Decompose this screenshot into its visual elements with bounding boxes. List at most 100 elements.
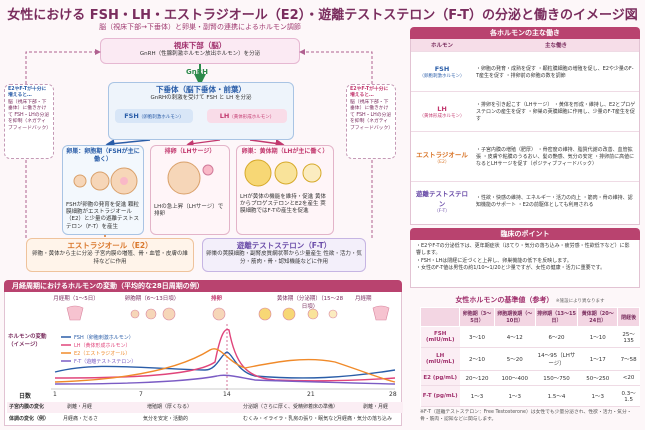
reference-header: 女性ホルモンの基準値（参考） ※施設により異なります — [420, 294, 640, 306]
feedback-left-box: E2やF-Tが十分に増えると… 脳（視床下部・下垂体）に働きかけて FSH・LH… — [4, 84, 54, 159]
fsh-pill: FSH（卵胞刺激ホルモン） — [115, 109, 193, 123]
pituitary-text: GnRHの刺激を受けて FSH と LH を分泌 — [150, 95, 252, 102]
condition-cell: 月経痛・気分の落ち込み — [337, 416, 393, 422]
ref-cell: 4〜12 — [494, 326, 536, 348]
gnrh-label: GnRH — [186, 68, 208, 76]
lh-sub: （黄体形成ホルモン） — [229, 115, 275, 120]
legend-ft: F-T（遊離テストステロン） — [74, 359, 137, 365]
role-name: エストラジオール — [416, 150, 468, 159]
condition-cell: 月経痛・だるさ — [63, 416, 99, 422]
day-14: 14 — [223, 391, 231, 398]
ovulation-box: 排卵（LHサージ） LHの急上昇（LHサージ）で排卵 — [150, 145, 230, 235]
role-row-e2: エストラジオール（E2）・子宮内膜の増殖（肥厚） ・骨密度の維持、脂質代謝の改善… — [411, 131, 639, 182]
fsh-curve — [54, 351, 396, 379]
feedback-right-arrow — [302, 52, 373, 238]
hypothalamus-text: GnRH（性腺刺激ホルモン放出ホルモン）を分泌 — [139, 51, 261, 58]
role-sub: （黄体形成ホルモン） — [419, 113, 465, 119]
role-sub: （F-T） — [434, 208, 450, 214]
day-28: 28 — [389, 391, 397, 398]
phase-menstrual-2: 月経期 — [355, 296, 372, 302]
pituitary-box: 下垂体（脳下垂体・前葉） GnRHの刺激を受けて FSH と LH を分泌 FS… — [108, 82, 294, 140]
feedback-left-text: 脳（視床下部・下垂体）に働きかけて FSH・LHの分泌を抑制（ネガティブフィード… — [8, 99, 52, 131]
ref-cell: 20〜120 — [459, 370, 495, 386]
ref-cell: 0.3〜1.5 — [617, 385, 640, 407]
follicle-illustration — [73, 167, 138, 195]
ref-cell: 2〜10 — [459, 347, 495, 371]
feedback-right-title: E2やF-Tが十分に増えると… — [350, 87, 389, 99]
endometrium-cell: 分泌期（さらに厚く、受精卵着床の準備） — [243, 404, 339, 410]
ft-curve — [54, 374, 396, 385]
testosterone-text: 卵巣の莢膜細胞・副腎皮質網状帯から少量産生 性欲・活力・気分・筋肉・骨・認知機能… — [206, 251, 362, 265]
role-name: 遊離テストステロン — [416, 189, 468, 208]
lh-curve — [54, 328, 396, 382]
cycle-chart — [51, 305, 396, 392]
feedback-right-box: E2やF-Tが十分に増えると… 脳（視床下部・下垂体）に働きかけて FSH・LH… — [346, 84, 396, 159]
role-items: ・子宮内膜の増殖（肥厚） ・骨密度の維持、脂質代謝の改善、血管拡張 ・皮膚や粘膜… — [473, 131, 639, 182]
role-row-fsh: FSH（卵胞刺激ホルモン）・卵胞の発育・成熟を促す ・顆粒膜細胞の増殖を促し、E… — [411, 51, 639, 92]
condition-cell: 気分を安定・活動的 — [143, 416, 189, 422]
cycle-header: 月経周期におけるホルモンの変動（平均的な28日周期の例） — [4, 280, 402, 292]
endometrium-cell: 増殖期（厚くなる） — [147, 404, 193, 410]
ovulation-title: 排卵（LHサージ） — [164, 148, 216, 155]
point-item: ・E2やF-Tの分泌低下は、更年期症状（ほてり・気分の落ち込み・疲労感・性欲低下… — [416, 243, 630, 257]
ref-cell: 1〜3 — [494, 385, 536, 407]
feedback-left-arrow — [25, 52, 98, 238]
lh-arrow — [249, 138, 285, 148]
role-row-ft: 遊離テストステロン（F-T）・性欲・快感の維持、エネルギー・活力の向上 ・筋肉・… — [411, 181, 639, 220]
ref-cell: FSH (mIU/mL) — [420, 326, 460, 348]
cycle-xlabel: 日数 — [19, 393, 32, 400]
ref-cell: 1〜10 — [577, 326, 618, 348]
phase-luteal: 黄体期（分泌期）（15〜28日頃） — [276, 296, 344, 310]
uterus-illustrations — [66, 305, 390, 321]
ref-cell: 5〜20 — [494, 347, 536, 371]
fsh-arrow — [105, 139, 151, 149]
point-item: ・FSH・LHは閉経に近づくと上昇し、卵巣機能の低下を反映します。 — [416, 257, 572, 264]
role-sub: （卵胞刺激ホルモン） — [419, 73, 465, 79]
ref-cell: 50〜250 — [577, 370, 618, 386]
role-name: FSH — [434, 64, 450, 73]
role-row-lh: LH（黄体形成ホルモン） ・排卵を引き起こす（LHサージ） ・黄体を形成・維持し、… — [411, 91, 639, 132]
endometrium-row: 子宮内膜の変化 剥離・月経 増殖期（厚くなる） 分泌期（さらに厚く、受精卵着床の… — [7, 402, 403, 413]
role-table: ホルモン主な働き FSH（卵胞刺激ホルモン）・卵胞の発育・成熟を促す ・顆粒膜細… — [410, 39, 640, 225]
cycle-ylabel: ホルモンの変動（イメージ） — [8, 334, 47, 348]
points-header: 臨床のポイント — [410, 228, 640, 240]
ref-cell: 25〜135 — [617, 326, 640, 348]
role-items: ・排卵を引き起こす（LHサージ） ・黄体を形成・維持し、E2とプロゲステロンの産… — [473, 91, 639, 132]
condition-label: 体調の変化（例） — [9, 416, 50, 422]
ref-cell: 1〜3 — [459, 385, 495, 407]
ref-cell: 1〜17 — [577, 347, 618, 371]
points-box: ・E2やF-Tの分泌低下は、更年期症状（ほてり・気分の落ち込み・疲労感・性欲低下… — [410, 240, 640, 288]
phase-follicular: 卵胞期（6〜13日頃） — [124, 296, 180, 302]
estradiol-text: 卵胞・黄体から主に分泌 子宮内膜の増殖、骨・血管・皮膚の維持などに作用 — [32, 251, 188, 265]
page-subtitle: 脳（視床下部→下垂体）と卵巣・副腎の連携によるホルモン調節 — [99, 23, 301, 31]
ovary-luteal-text: LHが黄体の機能を維持・促進 黄体からプロゲステロンとE2を産生 莢膜細胞ではF… — [240, 193, 326, 215]
ref-cell: 150〜750 — [535, 370, 578, 386]
fsh-sub: （卵胞刺激ホルモン） — [138, 115, 184, 120]
ref-col — [419, 307, 461, 327]
phase-ovulation: 排卵 — [211, 296, 223, 302]
ref-cell: <20 — [617, 370, 640, 386]
flow-arrows — [25, 0, 373, 238]
ovary-follicular-text: FSHが卵胞の発育を促進 顆粒膜細胞がエストラジオール（E2）と少量の遊離テスト… — [66, 201, 139, 230]
condition-row: 体調の変化（例） 月経痛・だるさ 気分を安定・活動的 むくみ・イライラ・乳房の張… — [7, 414, 403, 425]
corpus-luteum-illustration — [244, 159, 322, 187]
estradiol-box: エストラジオール（E2） 卵胞・黄体から主に分泌 子宮内膜の増殖、骨・血管・皮膚… — [26, 238, 194, 272]
ref-cell: 3〜10 — [459, 326, 495, 348]
ref-col: 卵胞期後期（～10日） — [493, 307, 536, 327]
testosterone-box: 遊離テストステロン（F-T） 卵巣の莢膜細胞・副腎皮質網状帯から少量産生 性欲・… — [202, 238, 366, 272]
hypothalamus-title: 視床下部（脳） — [173, 41, 227, 50]
e2-curve — [54, 348, 396, 383]
ref-cell: E2 (pg/mL) — [420, 370, 460, 386]
ovary-follicular-title: 卵巣：卵胞期（FSHが主に働く） — [66, 148, 140, 164]
fsh-label: FSH — [124, 112, 139, 120]
point-item: ・女性のF-T値は男性の約1/10〜1/20と少量ですが、女性の健康・活力に重要… — [416, 264, 606, 271]
ref-cell: 1〜3 — [577, 385, 618, 407]
condition-cell: むくみ・イライラ・乳房の張り・眠気など — [243, 416, 339, 422]
role-name: LH — [437, 104, 447, 113]
reference-note-head: ※施設により異なります — [555, 299, 605, 304]
phase-menstrual: 月経期（1〜5日） — [53, 296, 99, 302]
